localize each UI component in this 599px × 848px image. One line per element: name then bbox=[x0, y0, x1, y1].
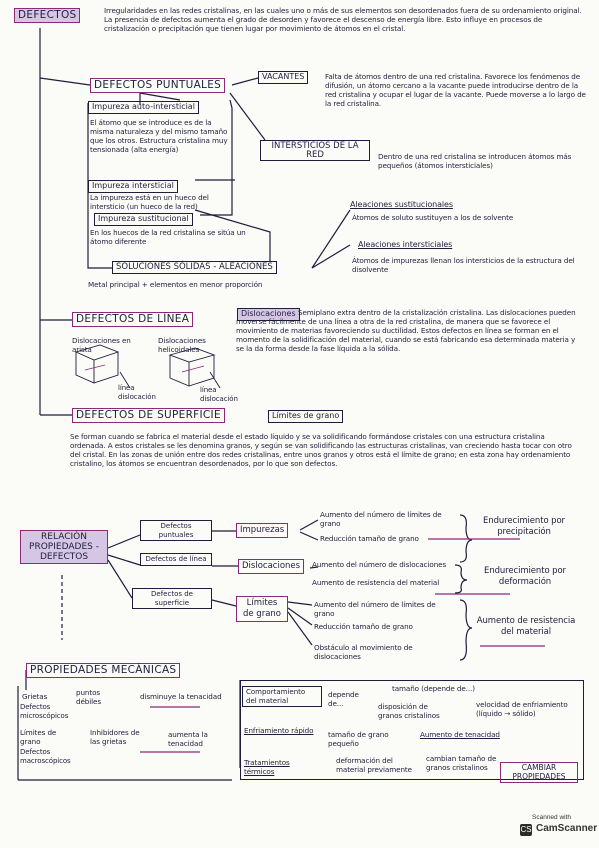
intersticial-label: Impureza intersticial bbox=[88, 180, 178, 193]
rel-effect-0-1: Reducción tamaño de grano bbox=[320, 534, 419, 543]
aleaciones-sust-text: Átomos de soluto sustituyen a los de sol… bbox=[352, 213, 514, 222]
rel-result-1: Endurecimiento por deformación bbox=[484, 566, 566, 587]
aleaciones-inter-label: Aleaciones intersticiales bbox=[358, 240, 453, 249]
mec-comportamiento-box bbox=[240, 680, 584, 780]
mec-puntos: puntos débiles bbox=[76, 688, 102, 706]
rel-def-1: Defectos de línea bbox=[140, 553, 212, 566]
fig-helicoidal-sub: línea dislocación bbox=[200, 386, 238, 403]
dislocaciones-label: Dislocaciones bbox=[237, 308, 300, 321]
rel-def-2: Defectos de superficie bbox=[132, 588, 212, 609]
defectos-title: DEFECTOS bbox=[14, 8, 81, 23]
dislocaciones-text: Semiplano extra dentro de la cristalizac… bbox=[236, 308, 576, 353]
puntuales-title: DEFECTOS PUNTUALES bbox=[90, 78, 226, 93]
sustitucional-text: En los huecos de la red cristalina se si… bbox=[90, 228, 246, 246]
mec-comp-label: Comportamiento del material bbox=[242, 686, 322, 707]
rel-effect-1-1: Aumento de resistencia del material bbox=[312, 578, 440, 587]
rel-effect-2-1: Reducción tamaño de grano bbox=[314, 622, 413, 631]
rel-result-0: Endurecimiento por precipitación bbox=[483, 516, 565, 537]
superficie-title: DEFECTOS DE SUPERFICIE bbox=[72, 408, 225, 423]
mec-aumenta: aumenta la tenacidad bbox=[168, 730, 208, 748]
mec-depende: depende de... bbox=[328, 690, 359, 708]
fig-helicoidal-label: Dislocaciones helicoidales bbox=[158, 336, 206, 354]
limites-label: Límites de grano bbox=[268, 410, 344, 423]
rel-type-2: Límites de grano bbox=[236, 596, 288, 622]
rel-effect-2-2: Obstáculo al movimiento de dislocaciones bbox=[314, 643, 413, 661]
mec-disposicion: disposición de granos cristalinos bbox=[378, 702, 440, 720]
mec-enfr-res: Aumento de tenacidad bbox=[420, 730, 500, 739]
mec-grietas: Grietas bbox=[22, 692, 48, 701]
intersticios-label: INTERSTICIOS DE LA RED bbox=[260, 140, 370, 161]
rel-effect-1-0: Aumento del número de dislocaciones bbox=[312, 560, 447, 569]
mec-tamano: tamaño (depende de...) bbox=[392, 684, 475, 693]
mec-inhibidores: Inhibidores de las grietas bbox=[90, 728, 140, 746]
watermark-line2: CamScanner bbox=[536, 823, 598, 834]
linea-title: DEFECTOS DE LÍNEA bbox=[72, 312, 194, 327]
mec-trat-label: Tratamientos térmicos bbox=[244, 758, 290, 776]
aleaciones-inter-text: Átomos de impurezas llenan los interstic… bbox=[352, 256, 575, 274]
mec-limites: Límites de grano bbox=[20, 728, 57, 746]
mec-enfr-label: Enfriamiento rápido bbox=[244, 726, 314, 735]
intersticios-text: Dentro de una red cristalina se introduc… bbox=[378, 152, 572, 170]
rel-effect-2-0: Aumento del número de límites de grano bbox=[314, 600, 436, 618]
vacantes-text: Falta de átomos dentro de una red crista… bbox=[325, 72, 586, 108]
vacantes-label: VACANTES bbox=[258, 71, 309, 84]
auto-intersticial-label: Impureza auto-intersticial bbox=[88, 101, 199, 114]
relacion-title: RELACIÓN PROPIEDADES - DEFECTOS bbox=[20, 530, 108, 564]
auto-intersticial-text: El átomo que se introduce es de la misma… bbox=[90, 118, 228, 154]
aleaciones-sust-label: Aleaciones sustitucionales bbox=[350, 200, 453, 209]
intersticial-text: La impureza está en un hueco del interst… bbox=[90, 193, 209, 211]
mec-velocidad: velocidad de enfriamiento (líquido → sól… bbox=[476, 700, 568, 718]
sustitucional-label: Impureza sustitucional bbox=[94, 213, 193, 226]
defectos-intro: Irregularidades en las redes cristalinas… bbox=[104, 6, 582, 33]
fig-arista-sub: línea dislocación bbox=[118, 384, 156, 401]
mec-enfr-mid: tamaño de grano pequeño bbox=[328, 730, 389, 748]
watermark-line1: Scanned with bbox=[532, 814, 572, 821]
mec-cambiar: CAMBIAR PROPIEDADES bbox=[500, 762, 578, 783]
rel-def-0: Defectos puntuales bbox=[140, 520, 212, 541]
rel-effect-0-0: Aumento del número de límites de grano bbox=[320, 510, 442, 528]
rel-result-2: Aumento de resistencia del material bbox=[476, 616, 576, 637]
rel-type-0: Impurezas bbox=[236, 523, 289, 538]
soluciones-text: Metal principal + elementos en menor pro… bbox=[88, 280, 263, 289]
mec-macroscopicos: Defectos macroscópicos bbox=[20, 748, 71, 765]
mec-microscopicos: Defectos microscópicos bbox=[20, 703, 69, 720]
fig-arista-label: Dislocaciones en arista bbox=[72, 336, 131, 354]
superficie-text: Se forman cuando se fabrica el material … bbox=[70, 432, 572, 468]
mecanicas-title: PROPIEDADES MECÁNICAS bbox=[26, 663, 181, 678]
camscanner-logo-icon: CS bbox=[520, 824, 532, 836]
soluciones-label: SOLUCIONES SÓLIDAS - ALEACIONES bbox=[112, 261, 277, 274]
mec-trat-mid: deformación del material previamente bbox=[336, 756, 412, 774]
mec-trat-res: cambian tamaño de granos cristalinos bbox=[426, 754, 497, 772]
rel-type-1: Dislocaciones bbox=[238, 559, 305, 574]
mec-disminuye: disminuye la tenacidad bbox=[140, 692, 222, 701]
